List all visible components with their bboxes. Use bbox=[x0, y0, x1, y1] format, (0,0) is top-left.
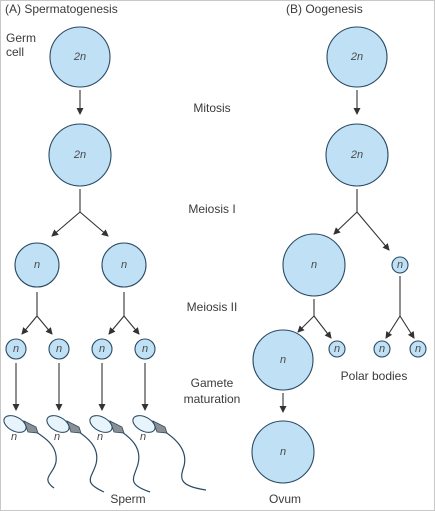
sperm-secondary-cell-2-ploidy: n bbox=[121, 259, 127, 271]
oo-meiosis2-split bbox=[297, 299, 332, 339]
spermatid-1 bbox=[5, 338, 27, 360]
germ-cell-label-line2: cell bbox=[6, 45, 24, 59]
polar-bodies-label: Polar bodies bbox=[341, 369, 408, 383]
oo-primary-cell bbox=[325, 123, 389, 187]
sperm-maturation-arrows bbox=[12, 363, 149, 411]
spermatid-4 bbox=[134, 338, 156, 360]
oo-polar-body-4 bbox=[409, 340, 427, 358]
oo-second-polar-body-ploidy: n bbox=[334, 343, 340, 355]
panel-b-title: (B) Oogenesis bbox=[286, 2, 363, 16]
ovum-cell bbox=[251, 420, 315, 484]
oo-germ-cell-ploidy: 2n bbox=[350, 51, 363, 63]
oo-polar-body-4-ploidy: n bbox=[415, 343, 421, 355]
sperm-cell-2 bbox=[46, 415, 105, 493]
germ-cell-label-line1: Germ bbox=[6, 31, 36, 45]
stage-gamete-maturation-line1: Gamete bbox=[191, 376, 234, 390]
sperm-primary-cell-ploidy: 2n bbox=[73, 149, 86, 161]
sperm-label: Sperm bbox=[110, 492, 145, 506]
sperm-germ-cell bbox=[49, 26, 111, 88]
oo-polar-body-3 bbox=[373, 340, 391, 358]
oo-second-polar-body bbox=[328, 340, 346, 358]
oo-polar-body-split bbox=[385, 276, 415, 339]
ovum-ploidy: n bbox=[280, 446, 286, 458]
sperm-meiosis2-split-1 bbox=[21, 292, 53, 335]
sperm-cell-4-ploidy: n bbox=[140, 431, 146, 443]
sperm-cell-4 bbox=[132, 415, 207, 491]
sperm-meiosis1-split bbox=[51, 189, 109, 237]
oo-ootid-ploidy: n bbox=[280, 354, 286, 366]
stage-meiosis-1: Meiosis I bbox=[188, 202, 235, 216]
panel-a-title: (A) Spermatogenesis bbox=[5, 2, 118, 16]
oo-first-polar-body bbox=[391, 256, 409, 274]
spermatid-3 bbox=[91, 338, 113, 360]
spermatid-1-ploidy: n bbox=[13, 343, 19, 355]
sperm-cell-3 bbox=[89, 415, 151, 493]
spermatid-2 bbox=[48, 338, 70, 360]
stage-meiosis-2: Meiosis II bbox=[187, 300, 238, 314]
spermatid-2-ploidy: n bbox=[56, 343, 62, 355]
spermatid-4-ploidy: n bbox=[142, 343, 148, 355]
stage-mitosis: Mitosis bbox=[193, 101, 230, 115]
sperm-germ-cell-ploidy: 2n bbox=[73, 51, 86, 63]
sperm-meiosis2-split-2 bbox=[108, 292, 140, 335]
oo-primary-cell-ploidy: 2n bbox=[350, 149, 363, 161]
oo-secondary-oocyte bbox=[282, 233, 346, 297]
oo-germ-cell bbox=[326, 26, 388, 88]
oo-meiosis1-split bbox=[333, 189, 390, 251]
stage-gamete-maturation-line2: maturation bbox=[184, 392, 241, 406]
ovum-label: Ovum bbox=[269, 492, 301, 506]
sperm-secondary-cell-1 bbox=[14, 242, 60, 288]
sperm-cell-1 bbox=[3, 415, 57, 489]
oo-secondary-oocyte-ploidy: n bbox=[311, 259, 317, 271]
sperm-primary-cell bbox=[48, 123, 112, 187]
sperm-cell-3-ploidy: n bbox=[97, 431, 103, 443]
sperm-secondary-cell-2 bbox=[101, 242, 147, 288]
sperm-cell-2-ploidy: n bbox=[54, 431, 60, 443]
oo-polar-body-3-ploidy: n bbox=[379, 343, 385, 355]
oo-first-polar-body-ploidy: n bbox=[397, 259, 403, 271]
spermatid-3-ploidy: n bbox=[99, 343, 105, 355]
oo-ootid bbox=[252, 329, 314, 391]
sperm-cell-1-ploidy: n bbox=[11, 431, 17, 443]
sperm-secondary-cell-1-ploidy: n bbox=[34, 259, 40, 271]
